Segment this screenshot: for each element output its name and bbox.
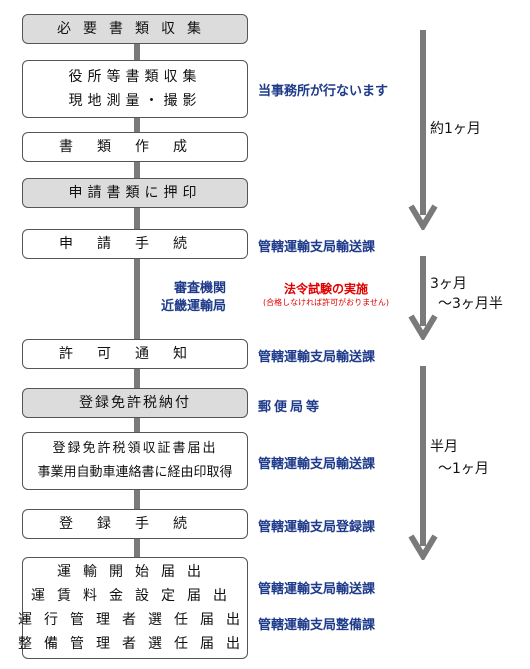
review-agency-line: 近畿運輸局 — [160, 299, 226, 314]
label-post-office: 郵便局等 — [258, 400, 323, 415]
duration-arrow-down-icon — [408, 256, 438, 340]
label-transport-bureau: 管轄運輸支局輸送課 — [258, 457, 376, 472]
step-label: 申請手続 — [59, 236, 211, 252]
step-label: 現地測量・撮影 — [68, 93, 202, 109]
step-collect-documents: 必要書類収集 — [22, 14, 248, 44]
step-seal-application: 申請書類に押印 — [22, 178, 248, 208]
duration-label: ～1ヶ月 — [438, 461, 489, 477]
step-label: 運輸開始届出 — [57, 564, 213, 580]
step-tax-receipt-notice: 登録免許税領収証書届出 事業用自動車連絡書に経由印取得 — [22, 432, 248, 490]
step-label: 役所等書類収集 — [68, 69, 202, 85]
exam-note: (合格しなければ許可がおりません) — [262, 298, 389, 307]
step-office-collection-survey: 役所等書類収集 現地測量・撮影 — [22, 60, 248, 118]
review-agency: 審査機関 近畿運輸局 — [146, 280, 226, 316]
step-label: 運行管理者選任届出 — [18, 612, 252, 628]
step-label: 登録免許税領収証書届出 — [52, 441, 218, 456]
step-label: 許可通知 — [59, 346, 211, 362]
step-document-creation: 書類作成 — [22, 132, 248, 162]
step-label: 書類作成 — [59, 139, 211, 155]
label-registration-section: 管轄運輸支局登録課 — [258, 520, 376, 535]
step-registration: 登録手続 — [22, 509, 248, 539]
step-label: 登録手続 — [59, 516, 211, 532]
duration-arrow-down-icon — [408, 30, 438, 230]
step-registration-tax: 登録免許税納付 — [22, 388, 248, 418]
duration-label: 3ヶ月 — [430, 276, 467, 292]
step-label: 運賃料金設定届出 — [31, 588, 239, 604]
label-office-handles: 当事務所が行ないます — [258, 84, 389, 99]
step-label: 整備管理者選任届出 — [18, 636, 252, 652]
exam-title: 法令試験の実施 — [283, 282, 368, 296]
step-label: 必要書類収集 — [57, 21, 213, 37]
step-label: 申請書類に押印 — [68, 185, 202, 201]
legal-exam-note: 法令試験の実施 (合格しなければ許可がおりません) — [256, 280, 396, 308]
step-label: 事業用自動車連絡書に経由印取得 — [37, 465, 233, 480]
duration-arrow-down-icon — [408, 366, 438, 560]
duration-label: ～3ヶ月半 — [438, 296, 503, 312]
duration-label: 半月 — [430, 439, 458, 455]
label-maintenance-section: 管轄運輸支局整備課 — [258, 618, 376, 633]
review-agency-line: 審査機関 — [173, 281, 226, 296]
label-transport-bureau: 管轄運輸支局輸送課 — [258, 582, 376, 597]
step-permit-notice: 許可通知 — [22, 339, 248, 369]
duration-label: 約1ヶ月 — [430, 121, 481, 137]
step-final-notifications: 運輸開始届出 運賃料金設定届出 運行管理者選任届出 整備管理者選任届出 — [18, 557, 248, 659]
label-transport-bureau: 管轄運輸支局輸送課 — [258, 240, 376, 255]
step-application: 申請手続 — [22, 229, 248, 259]
flow-spine — [134, 30, 140, 630]
step-label: 登録免許税納付 — [79, 395, 191, 411]
label-transport-bureau: 管轄運輸支局輸送課 — [258, 350, 376, 365]
